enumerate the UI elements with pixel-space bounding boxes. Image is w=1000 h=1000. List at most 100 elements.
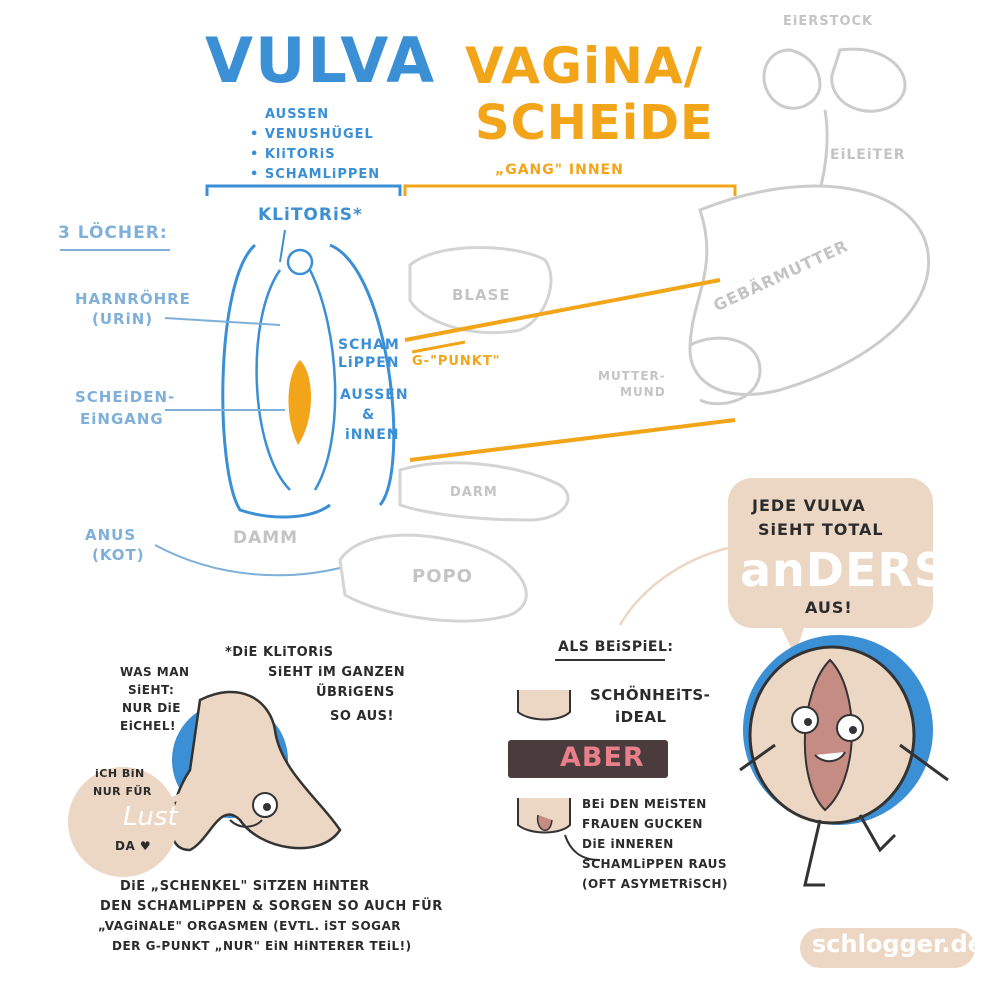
buttocks <box>338 533 528 623</box>
bubble-text: JEDE VULVA <box>752 496 866 515</box>
schamlippen-label: & <box>362 407 376 423</box>
vagina-lower-wall <box>409 418 736 462</box>
meisten-text: DiE iNNEREN <box>582 837 674 851</box>
schamlippen-label: SCHAM <box>338 337 400 353</box>
harnroehre-sub: (URiN) <box>92 310 154 328</box>
ich-bin-text: iCH BiN <box>95 767 145 780</box>
schenkel-note: DiE „SCHENKEL" SiTZEN HiNTER <box>120 879 370 894</box>
arrow-meisten <box>564 834 601 861</box>
klitoris-label: KLiTORiS* <box>258 205 363 225</box>
klitoris-figure <box>169 690 342 852</box>
eileiter-label: EiLEiTER <box>830 147 906 163</box>
schenkel-note: DER G-PUNKT „NUR" EiN HiNTERER TEiL!) <box>112 939 412 953</box>
ovary-left <box>762 48 822 110</box>
muttermund-label: MUND <box>620 385 666 399</box>
vaginal-opening <box>288 360 312 445</box>
anus-sub: (KOT) <box>92 546 145 564</box>
vulva-item: • SCHAMLiPPEN <box>250 167 381 182</box>
meisten-text: BEi DEN MEiSTEN <box>582 797 707 811</box>
klitoris-note: SO AUS! <box>330 709 394 724</box>
anus-label: ANUS <box>85 526 137 544</box>
meisten-text: FRAUEN GUCKEN <box>582 817 703 831</box>
als-beispiel: ALS BEiSPiEL: <box>558 639 674 655</box>
schoenheit-text: iDEAL <box>615 708 667 726</box>
bladder <box>408 246 553 335</box>
character-arm-left <box>739 743 776 772</box>
schamlippen-label: AUSSEN <box>340 387 409 403</box>
lust-bubble <box>68 767 178 877</box>
da-text: DA ♥ <box>115 839 152 853</box>
vulva-aussen: AUSSEN <box>265 107 330 122</box>
gpunkt-mark <box>411 340 466 354</box>
title-vagina: VAGiNA/ <box>465 37 703 95</box>
anders-bubble-tail <box>780 625 805 655</box>
meisten-text: (OFT ASYMETRiSCH) <box>582 877 729 891</box>
vulva-outer-right <box>329 243 396 506</box>
clitoris-shape <box>286 248 314 276</box>
title-vulva: VULVA <box>205 24 437 97</box>
meisten-text: SCHAMLiPPEN RAUS <box>582 857 728 871</box>
harnroehre-label: HARNRÖHRE <box>75 290 191 308</box>
schamlippen-label: LiPPEN <box>338 355 400 371</box>
labia-inner-left <box>255 269 291 491</box>
common-example <box>517 798 571 834</box>
character-arm-right <box>899 743 949 782</box>
labia-inner-right <box>308 269 337 491</box>
was-man-sieht: NUR DiE <box>122 701 181 715</box>
schenkel-note: DEN SCHAMLiPPEN & SORGEN SO AUCH FÜR <box>100 899 443 914</box>
klitoris-note: SiEHT iM GANZEN <box>268 665 406 680</box>
klitoris-mouth <box>229 819 263 828</box>
loecher-label: 3 LÖCHER: <box>58 223 168 243</box>
schoenheit-text: SCHÖNHEiTS- <box>590 686 711 704</box>
popo-label: POPO <box>412 566 473 587</box>
muttermund-label: MUTTER- <box>598 369 666 383</box>
character-leg-left <box>803 819 825 887</box>
vagina-bracket <box>403 184 737 196</box>
schamlippen-label: iNNEN <box>345 427 400 443</box>
arrow-anus <box>154 544 341 577</box>
vulva-item: • KliTORiS <box>250 147 336 162</box>
damm-label: DAMM <box>233 528 299 548</box>
scheideneingang-label: SCHEiDEN- <box>75 388 176 406</box>
aber-banner <box>508 740 668 778</box>
arrow-to-beispiel <box>618 546 729 626</box>
klitoris-note: ÜBRiGENS <box>316 685 395 700</box>
title-scheide: SCHEiDE <box>475 95 714 151</box>
character-pupil-right <box>849 726 857 734</box>
klitoris-note: *DiE KLiTORiS <box>225 645 334 660</box>
character-mouth <box>814 751 846 763</box>
vulva-bracket <box>205 184 402 196</box>
arrow-harnroehre <box>164 317 281 326</box>
eierstock-label: EiERSTOCK <box>783 14 874 29</box>
vagina-desc: „GANG" INNEN <box>495 162 624 178</box>
darm-label: DARM <box>450 485 498 500</box>
anders-text: anDERS <box>740 543 948 597</box>
was-man-sieht: SiEHT: <box>128 683 175 697</box>
footer-badge <box>800 928 975 968</box>
vagina-upper-wall <box>404 278 721 342</box>
character-leg-right <box>858 814 897 853</box>
uterus <box>688 184 931 396</box>
ovary-right <box>830 47 907 113</box>
gpunkt-label: G-"PUNKT" <box>412 354 501 369</box>
footer-link[interactable]: schlogger.de <box>812 930 984 958</box>
vulva-item: • VENUSHÜGEL <box>250 127 374 142</box>
character-pupil-left <box>804 718 812 726</box>
arrow-klitoris <box>279 229 286 263</box>
lust-text: Lust <box>123 802 178 832</box>
scheideneingang-sub: EiNGANG <box>80 410 164 428</box>
fallopian-tube <box>818 109 829 191</box>
blase-label: BLASE <box>452 286 511 304</box>
cervix <box>689 336 762 406</box>
bubble-text: AUS! <box>805 598 853 617</box>
bubble-text: SiEHT TOTAL <box>758 520 884 539</box>
vulva-outer-left <box>221 243 331 519</box>
rectum <box>398 461 570 522</box>
ideal-example <box>517 690 571 721</box>
was-man-sieht: EiCHEL! <box>120 719 176 733</box>
was-man-sieht: WAS MAN <box>120 665 190 679</box>
anders-bubble <box>728 478 933 628</box>
schenkel-note: „VAGiNALE" ORGASMEN (EVTL. iST SOGAR <box>98 919 402 933</box>
